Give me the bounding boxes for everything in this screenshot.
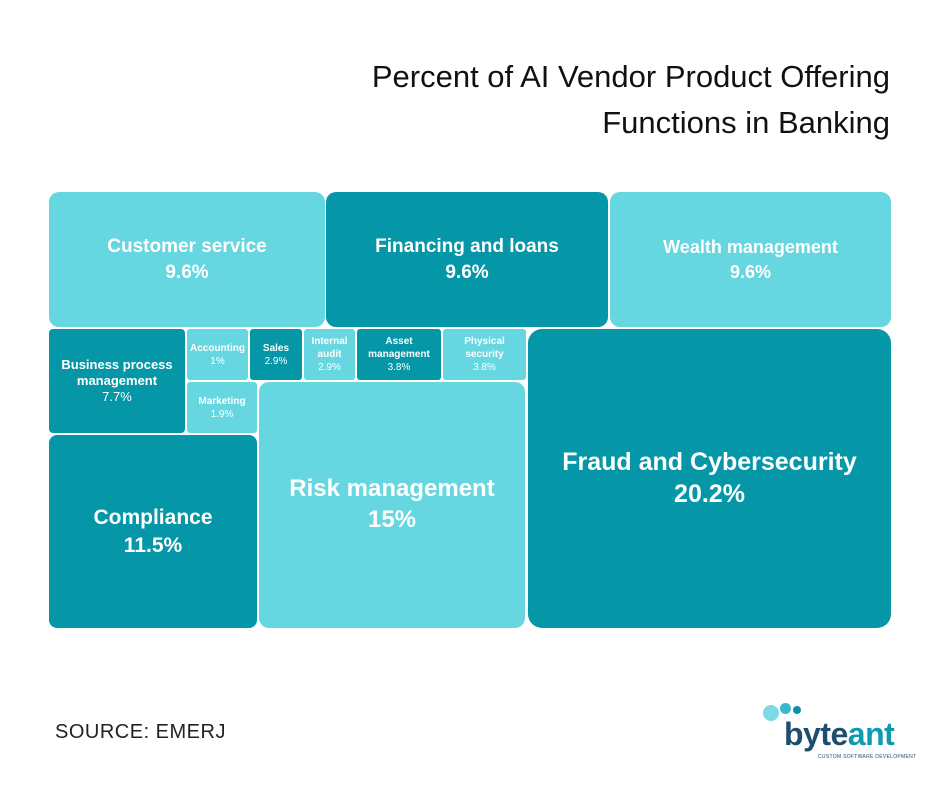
logo-dot-icon [793, 706, 801, 714]
treemap-tile-physical-security: Physical security 3.8% [443, 329, 526, 380]
treemap-tile-wealth-management: Wealth management 9.6% [610, 192, 891, 327]
treemap-tile-financing-loans: Financing and loans 9.6% [326, 192, 608, 327]
tile-label: Asset management [368, 336, 430, 360]
tile-label: Financing and loans [375, 235, 559, 257]
tile-value: 1% [210, 355, 225, 367]
tile-label: Wealth management [663, 236, 838, 257]
tile-label: Sales [262, 342, 290, 354]
logo-tagline: CUSTOM SOFTWARE DEVELOPMENT [818, 754, 917, 760]
tile-value: 9.6% [445, 261, 489, 283]
tile-label: Accounting [190, 342, 245, 354]
tile-value: 2.9% [264, 355, 288, 367]
tile-value: 3.8% [387, 362, 411, 373]
treemap-tile-fraud-cybersecurity: Fraud and Cybersecurity 20.2% [528, 329, 891, 628]
byteant-logo: byteant CUSTOM SOFTWARE DEVELOPMENT [760, 700, 916, 764]
treemap-tile-internal-audit: Internal audit 2.9% [304, 329, 355, 380]
tile-label: Compliance [93, 505, 213, 529]
logo-wordmark: byteant [784, 716, 895, 753]
tile-value: 15% [367, 506, 417, 533]
tile-value: 1.9% [210, 408, 234, 420]
chart-title: Percent of AI Vendor Product Offering Fu… [190, 54, 890, 146]
tile-label: Fraud and Cybersecurity [562, 447, 857, 476]
tile-label: Internal audit [311, 336, 348, 360]
treemap-tile-asset-management: Asset management 3.8% [357, 329, 441, 380]
chart-title-line-2: Functions in Banking [602, 105, 890, 140]
tile-value: 7.7% [102, 389, 132, 404]
tile-value: 9.6% [729, 261, 772, 282]
tile-value: 9.6% [165, 261, 209, 283]
source-note: SOURCE: EMERJ [55, 721, 226, 743]
logo-dot-icon [780, 703, 791, 714]
tile-value: 20.2% [674, 479, 745, 508]
tile-label: Business process management [61, 357, 173, 388]
tile-label: Risk management [289, 475, 495, 502]
tile-value: 11.5% [123, 533, 183, 557]
tile-label: Customer service [107, 235, 267, 257]
treemap-tile-risk-management: Risk management 15% [259, 382, 525, 628]
tile-label: Marketing [198, 395, 246, 407]
logo-dot-icon [763, 705, 779, 721]
tile-value: 3.8% [473, 362, 496, 373]
treemap-tile-customer-service: Customer service 9.6% [49, 192, 325, 327]
chart-title-line-1: Percent of AI Vendor Product Offering [371, 59, 890, 94]
treemap-tile-compliance: Compliance 11.5% [49, 435, 257, 628]
logo-word-byte: byte [784, 716, 848, 752]
tile-label: Physical security [464, 336, 505, 360]
logo-word-ant: ant [847, 716, 895, 752]
tile-value: 2.9% [318, 362, 341, 373]
